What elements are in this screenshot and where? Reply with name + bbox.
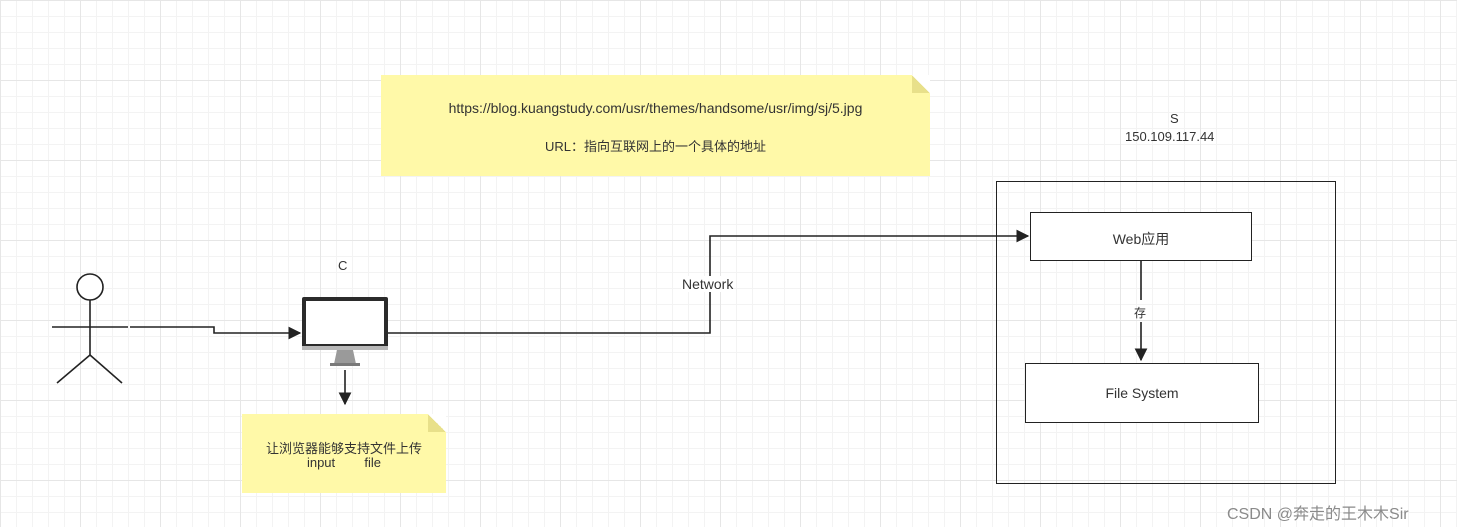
server-container: [996, 181, 1336, 484]
web-app-box: Web应用: [1030, 212, 1252, 261]
file-keyword: file: [364, 455, 382, 470]
store-label: 存: [1134, 306, 1147, 320]
web-app-label: Web应用: [1112, 231, 1170, 247]
server-name: S: [1170, 111, 1179, 126]
client-label: C: [338, 258, 348, 273]
file-system-box: File System: [1025, 363, 1259, 423]
url-text: https://blog.kuangstudy.com/usr/themes/h…: [448, 100, 863, 116]
url-description: URL：指向互联网上的一个具体的地址: [544, 139, 766, 154]
upload-note-line1: 让浏览器能够支持文件上传: [265, 441, 422, 456]
network-label: Network: [681, 276, 735, 292]
file-system-label: File System: [1105, 385, 1179, 401]
url-note: https://blog.kuangstudy.com/usr/themes/h…: [381, 75, 930, 176]
actor-icon: [52, 273, 128, 384]
server-ip: 150.109.117.44: [1125, 129, 1215, 144]
input-keyword: input: [306, 455, 336, 470]
actor-to-client-connector: [130, 326, 302, 340]
watermark: CSDN @奔走的王木木Sir: [1227, 506, 1409, 523]
note-fold-corner: [912, 75, 930, 93]
upload-note: 让浏览器能够支持文件上传 input file: [242, 414, 446, 493]
computer-monitor-icon: [302, 297, 388, 366]
note-fold-corner: [428, 414, 446, 432]
upload-note-line2: input file: [242, 455, 446, 470]
